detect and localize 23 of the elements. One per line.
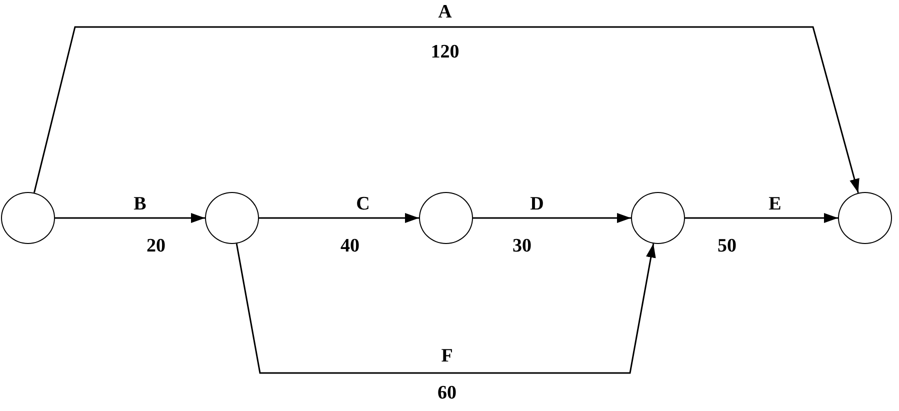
duration-label: 20 <box>146 236 166 256</box>
arrow <box>473 213 631 223</box>
activity-label: D <box>530 194 544 214</box>
event-circle <box>419 192 473 244</box>
activity-label: A <box>438 2 452 22</box>
activity-label: F <box>441 346 453 366</box>
duration-label: 40 <box>340 236 360 256</box>
duration-label: 30 <box>512 236 532 256</box>
arrow <box>236 243 656 374</box>
duration-label: 120 <box>430 42 460 62</box>
arrow <box>685 213 838 223</box>
duration-label: 60 <box>438 384 456 402</box>
duration-label: 50 <box>718 236 736 256</box>
activity-label: B <box>134 194 146 214</box>
event-circle <box>205 192 259 244</box>
arrow <box>33 26 860 193</box>
arrow <box>55 213 205 223</box>
event-circle <box>838 192 892 244</box>
activity-label: C <box>356 194 370 214</box>
activity-label: E <box>768 194 782 214</box>
arrow <box>259 213 419 223</box>
event-circle <box>1 192 55 244</box>
event-circle <box>631 192 685 244</box>
